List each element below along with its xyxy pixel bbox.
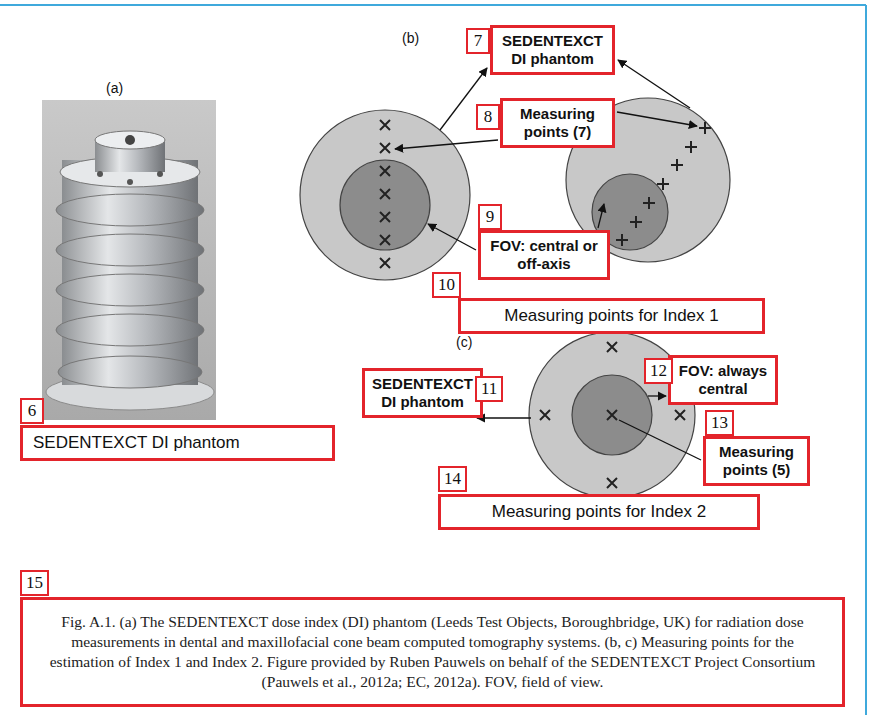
- box-text: Measuring points (5): [711, 443, 802, 479]
- callout-number: 10: [432, 272, 461, 298]
- callout-box: FOV: always central: [668, 355, 778, 405]
- callout-number: 11: [475, 376, 503, 402]
- box-text: FOV: central or off-axis: [486, 237, 602, 273]
- panel-label: (a): [106, 80, 123, 96]
- figure-caption-box: Fig. A.1. (a) The SEDENTEXCT dose index …: [20, 597, 845, 707]
- callout-box: SEDENTEXCT DI phantom: [362, 368, 483, 418]
- callout-number: 6: [20, 398, 44, 424]
- phantom-section-central: [300, 110, 470, 280]
- box-text: SEDENTEXCT DI phantom: [370, 375, 475, 411]
- callout-number: 13: [705, 410, 734, 436]
- callout-number: 9: [478, 204, 502, 230]
- box-text: SEDENTEXCT DI phantom: [33, 432, 322, 454]
- panel-label: (b): [402, 30, 419, 46]
- frame-line: [0, 4, 866, 6]
- box-text: FOV: always central: [676, 362, 770, 398]
- callout-box: Measuring points (5): [703, 436, 810, 486]
- callout-number: 15: [20, 570, 49, 596]
- phantom-photo: [42, 100, 216, 420]
- callout-box: SEDENTEXCT DI phantom: [490, 25, 615, 75]
- callout-number: 14: [438, 466, 467, 492]
- callout-box: Measuring points (7): [500, 98, 615, 148]
- box-text: Measuring points for Index 2: [451, 501, 747, 523]
- box-text: Measuring points (7): [508, 105, 607, 141]
- callout-number: 8: [476, 104, 500, 130]
- callout-number: 12: [644, 358, 673, 384]
- caption-box: Measuring points for Index 2: [438, 494, 760, 530]
- box-text: SEDENTEXCT DI phantom: [498, 32, 607, 68]
- frame-line: [865, 5, 867, 715]
- callout-number: 7: [466, 28, 490, 54]
- box-text: Measuring points for Index 1: [471, 305, 752, 327]
- callout-box: FOV: central or off-axis: [478, 230, 610, 280]
- panel-label: (c): [456, 334, 472, 350]
- caption-box: Measuring points for Index 1: [458, 298, 765, 334]
- box-text: Fig. A.1. (a) The SEDENTEXCT dose index …: [37, 612, 828, 692]
- caption-box: SEDENTEXCT DI phantom: [20, 425, 335, 461]
